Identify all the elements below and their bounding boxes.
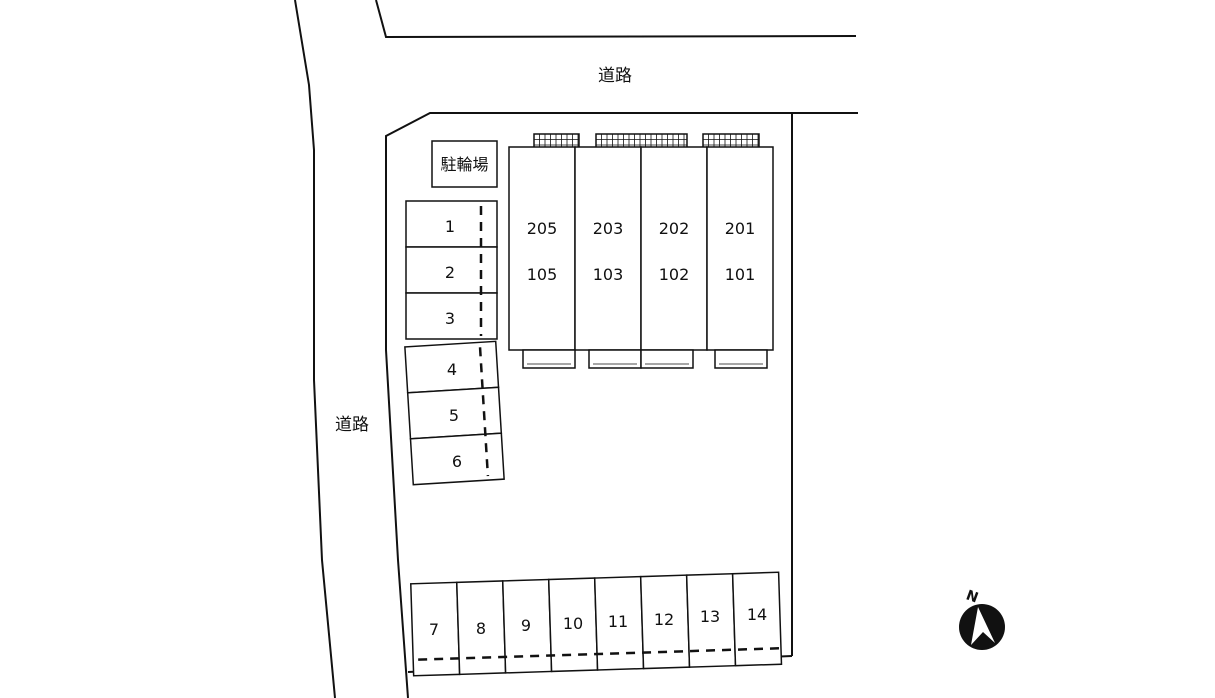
porch [522,349,576,369]
parking-space-number: 8 [476,619,486,638]
parking-dashed-line [418,647,780,661]
unit-number-upper: 205 [527,219,558,238]
site-boundary [385,112,858,698]
parking-left-upper: 1 2 3 [405,200,498,340]
parking-left-lower [404,340,505,486]
unit-number-lower: 103 [593,265,624,284]
unit-number-upper: 201 [725,219,756,238]
compass: N [959,587,1005,650]
parking-space-number: 9 [521,616,531,635]
unit-number-lower: 102 [659,265,690,284]
porch [588,349,642,369]
parking-space-number: 7 [429,620,439,639]
unit-block [574,146,642,351]
unit-block [640,146,708,351]
parking-space-number: 14 [747,605,767,624]
parking-space-number: 10 [563,614,583,633]
unit-number-upper: 202 [659,219,690,238]
north-arrow-pointer [971,607,995,645]
road-top-upper-edge [375,0,857,39]
porch [714,349,768,369]
parking-space-number: 4 [447,360,457,379]
road-label-left: 道路 [335,415,369,435]
unit-block [508,146,576,351]
parking-space [409,432,505,486]
unit-number-lower: 105 [527,265,558,284]
parking-dashed-line [478,347,490,477]
road-edges [294,0,857,698]
compass-label: N [964,587,980,606]
unit-number-upper: 203 [593,219,624,238]
unit-number-lower: 101 [725,265,756,284]
bicycle-parking-label: 駐輪場 [440,155,488,174]
apartment-building: 205 105 203 103 202 102 201 101 [508,146,774,351]
road-left-outer-edge [294,0,336,698]
bicycle-parking-box [431,140,498,188]
road-label-top: 道路 [598,66,632,86]
parking-space [405,292,498,340]
parking-space-number: 13 [700,607,720,626]
parking-bottom [409,571,783,677]
parking-space-number: 11 [608,612,628,631]
parking-space-number: 2 [445,263,455,282]
parking-space-number: 3 [445,309,455,328]
bicycle-parking: 駐輪場 [431,140,498,188]
parking-space-number: 5 [449,406,459,425]
parking-space [731,571,783,667]
parking-space-number: 1 [445,217,455,236]
parking-space-number: 12 [654,610,674,629]
building-porches [522,349,768,369]
unit-block [706,146,774,351]
parking-space-number: 6 [452,452,462,471]
porch [640,349,694,369]
